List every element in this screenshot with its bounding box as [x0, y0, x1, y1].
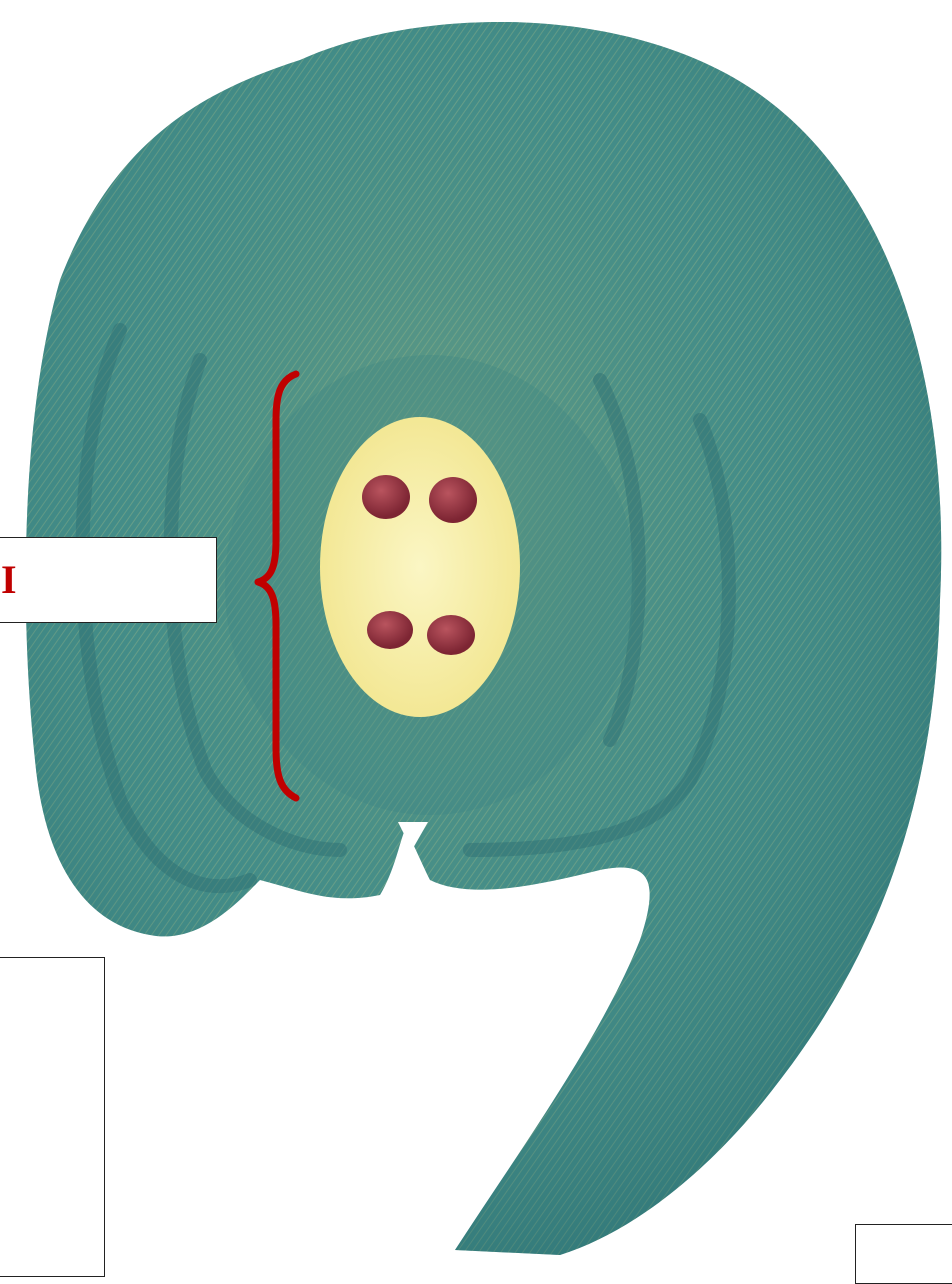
nucleus	[362, 475, 410, 519]
nucleus	[427, 615, 475, 655]
embryo-sac	[320, 417, 520, 717]
nucleus	[429, 477, 477, 523]
blank-label-box	[855, 1224, 952, 1284]
label-i-text: I	[1, 560, 17, 600]
blank-label-box	[0, 957, 105, 1277]
label-box-i: I	[0, 537, 217, 623]
nucleus	[367, 611, 413, 649]
